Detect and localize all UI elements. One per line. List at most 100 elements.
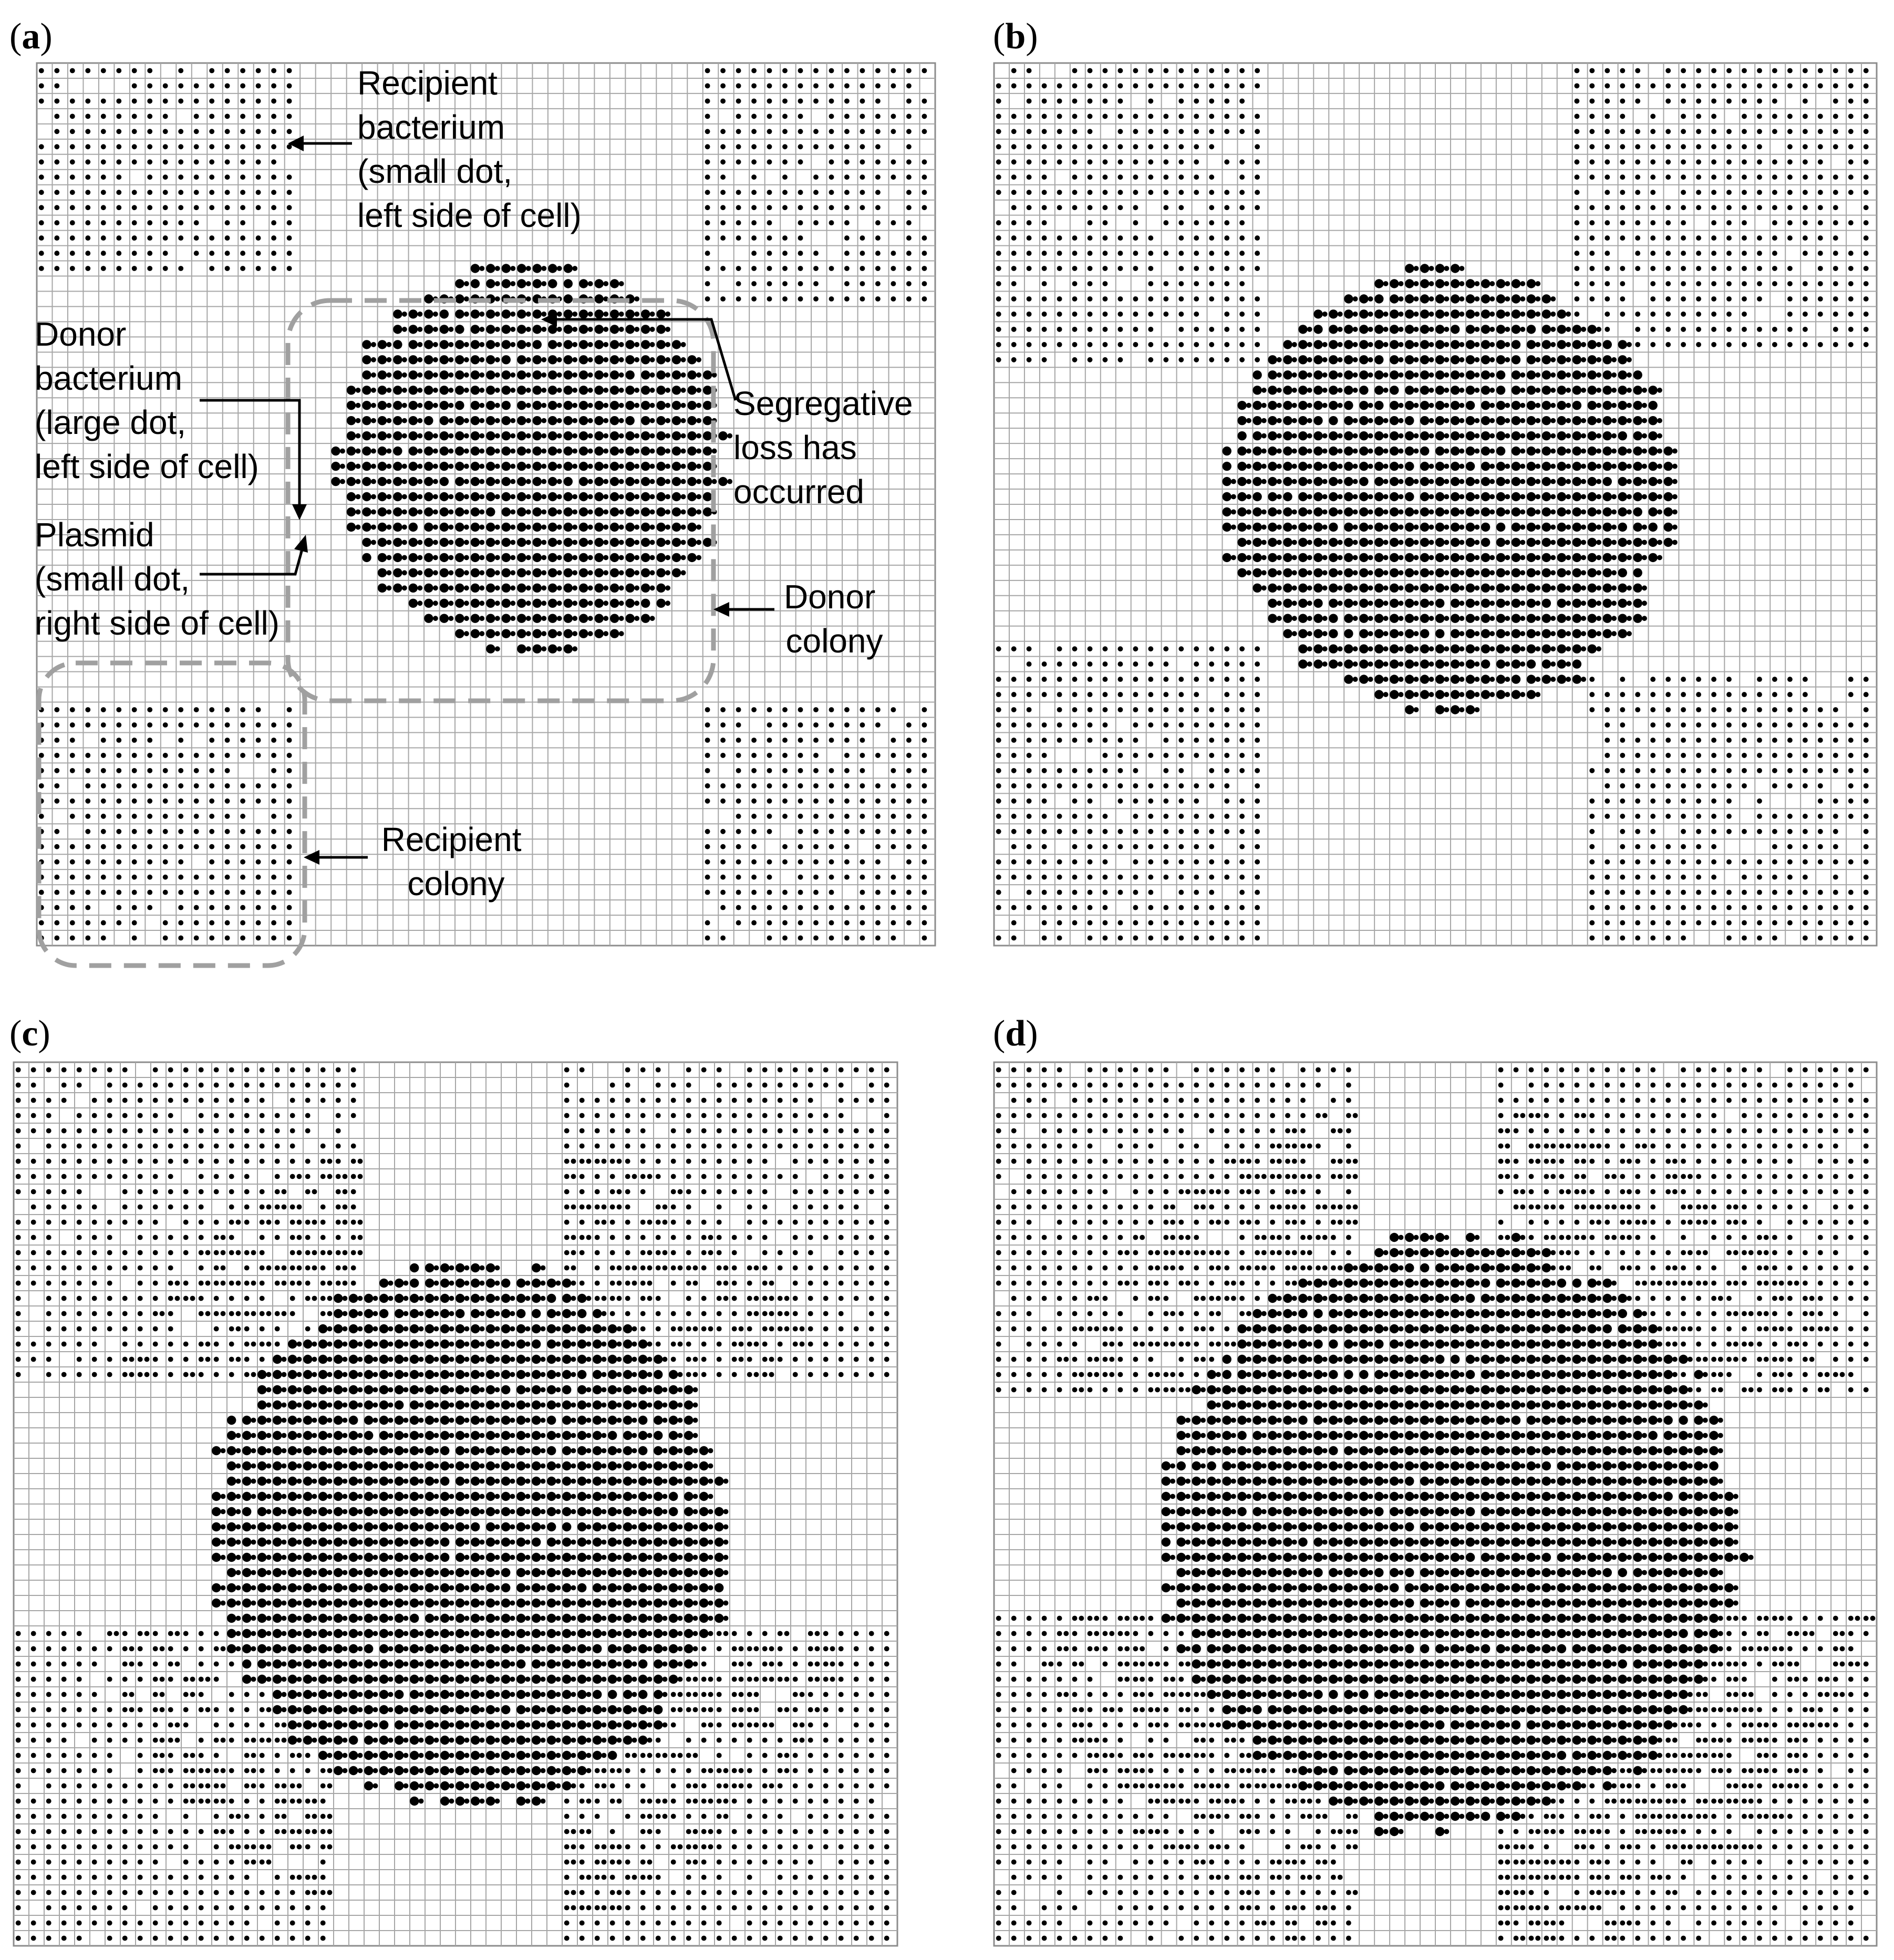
plasmid-dot bbox=[1307, 661, 1312, 667]
donor-cell-dot bbox=[1465, 416, 1475, 426]
donor-cell-dot bbox=[625, 614, 635, 623]
recipient-cell-dot bbox=[736, 920, 741, 926]
donor-cell-dot bbox=[1313, 568, 1323, 577]
recipient-cell-dot bbox=[829, 129, 834, 134]
donor-cell-dot bbox=[517, 568, 526, 577]
plasmid-dot bbox=[1505, 585, 1510, 591]
recipient-cell-dot bbox=[1742, 129, 1747, 134]
donor-cell-dot bbox=[1541, 644, 1551, 654]
recipient-cell-dot bbox=[1194, 311, 1199, 317]
donor-cell-dot bbox=[610, 476, 619, 486]
plasmid-dot bbox=[494, 555, 500, 561]
donor-cell-dot bbox=[501, 537, 511, 547]
recipient-cell-dot bbox=[1011, 738, 1017, 743]
recipient-cell-dot bbox=[1102, 341, 1108, 347]
recipient-cell-dot bbox=[564, 1082, 570, 1088]
recipient-cell-dot bbox=[1194, 113, 1199, 119]
recipient-cell-dot bbox=[860, 905, 865, 910]
donor-cell-dot bbox=[1587, 629, 1597, 638]
recipient-cell-dot bbox=[844, 159, 850, 165]
recipient-cell-dot bbox=[1163, 159, 1169, 165]
recipient-cell-dot bbox=[259, 1082, 265, 1088]
recipient-cell-dot bbox=[1117, 844, 1123, 849]
recipient-cell-dot bbox=[1209, 113, 1215, 119]
donor-colony-annotation: Donor colony bbox=[713, 578, 883, 660]
recipient-cell-dot bbox=[131, 251, 137, 256]
recipient-cell-dot bbox=[1711, 174, 1717, 180]
recipient-cell-dot bbox=[1726, 266, 1732, 271]
recipient-cell-dot bbox=[271, 874, 277, 880]
recipient-cell-dot bbox=[1574, 266, 1580, 271]
donor-cell-dot bbox=[1526, 583, 1536, 593]
donor-cell-dot bbox=[1405, 492, 1414, 502]
recipient-cell-dot bbox=[751, 129, 757, 134]
donor-cell-dot bbox=[548, 370, 557, 380]
plasmid-dot bbox=[386, 479, 392, 484]
plasmid-dot bbox=[510, 448, 516, 454]
plasmid-dot bbox=[1657, 387, 1662, 393]
donor-cell-dot bbox=[439, 568, 449, 577]
recipient-cell-dot bbox=[860, 190, 865, 195]
recipient-cell-dot bbox=[1681, 159, 1686, 165]
recipient-cell-dot bbox=[1787, 341, 1793, 347]
recipient-cell-dot bbox=[1224, 722, 1230, 728]
recipient-cell-dot bbox=[85, 798, 91, 804]
recipient-cell-dot bbox=[996, 251, 1001, 256]
plasmid-dot bbox=[649, 494, 655, 500]
recipient-cell-dot bbox=[1726, 205, 1732, 211]
donor-cell-dot bbox=[517, 279, 526, 288]
plasmid-dot bbox=[541, 281, 547, 286]
plasmid-dot bbox=[479, 631, 485, 637]
plasmid-dot bbox=[1322, 448, 1328, 454]
donor-cell-dot bbox=[1390, 431, 1399, 441]
recipient-cell-dot bbox=[1726, 83, 1732, 89]
recipient-cell-dot bbox=[1605, 98, 1610, 104]
plasmid-dot bbox=[1398, 372, 1404, 378]
recipient-cell-dot bbox=[1057, 813, 1062, 819]
recipient-cell-dot bbox=[1726, 935, 1732, 941]
donor-cell-dot bbox=[1481, 355, 1491, 365]
recipient-cell-dot bbox=[1194, 341, 1199, 347]
donor-cell-dot bbox=[563, 386, 573, 395]
recipient-cell-dot bbox=[1072, 68, 1078, 74]
recipient-cell-dot bbox=[701, 1067, 707, 1073]
donor-cell-dot bbox=[1283, 340, 1292, 349]
recipient-cell-dot bbox=[286, 205, 292, 211]
recipient-cell-dot bbox=[209, 251, 215, 256]
donor-cell-dot bbox=[641, 325, 650, 334]
donor-cell-dot bbox=[1572, 446, 1582, 456]
donor-cell-dot bbox=[408, 522, 418, 532]
plasmid-dot bbox=[1535, 296, 1541, 302]
recipient-cell-dot bbox=[798, 251, 803, 256]
donor-cell-dot bbox=[1420, 461, 1430, 471]
recipient-cell-dot bbox=[1635, 266, 1641, 271]
recipient-cell-dot bbox=[1041, 83, 1047, 89]
recipient-cell-dot bbox=[224, 935, 230, 941]
donor-cell-dot bbox=[1283, 355, 1292, 365]
donor-cell-dot bbox=[532, 386, 542, 395]
donor-cell-dot bbox=[346, 431, 356, 441]
recipient-cell-dot bbox=[1787, 874, 1793, 880]
donor-cell-dot bbox=[1405, 537, 1414, 547]
recipient-cell-dot bbox=[168, 1082, 173, 1088]
recipient-bacterium-line-2: bacterium bbox=[357, 108, 505, 146]
recipient-cell-dot bbox=[255, 174, 261, 180]
plasmid-dot bbox=[634, 448, 640, 454]
donor-cell-dot bbox=[1374, 690, 1384, 699]
donor-cell-dot bbox=[455, 522, 464, 532]
recipient-cell-dot bbox=[1224, 752, 1230, 758]
recipient-cell-dot bbox=[798, 768, 803, 773]
recipient-cell-dot bbox=[76, 1082, 82, 1088]
recipient-cell-dot bbox=[224, 738, 230, 743]
plasmid-dot bbox=[603, 600, 609, 606]
recipient-cell-dot bbox=[116, 783, 122, 789]
recipient-cell-dot bbox=[1209, 828, 1215, 834]
recipient-cell-dot bbox=[1802, 205, 1808, 211]
recipient-cell-dot bbox=[1848, 889, 1854, 895]
donor-cell-dot bbox=[579, 446, 588, 456]
recipient-cell-dot bbox=[1620, 220, 1626, 226]
donor-cell-dot bbox=[671, 340, 681, 349]
recipient-cell-dot bbox=[54, 707, 60, 712]
recipient-cell-dot bbox=[860, 828, 865, 834]
plasmid-dot bbox=[1307, 448, 1312, 454]
